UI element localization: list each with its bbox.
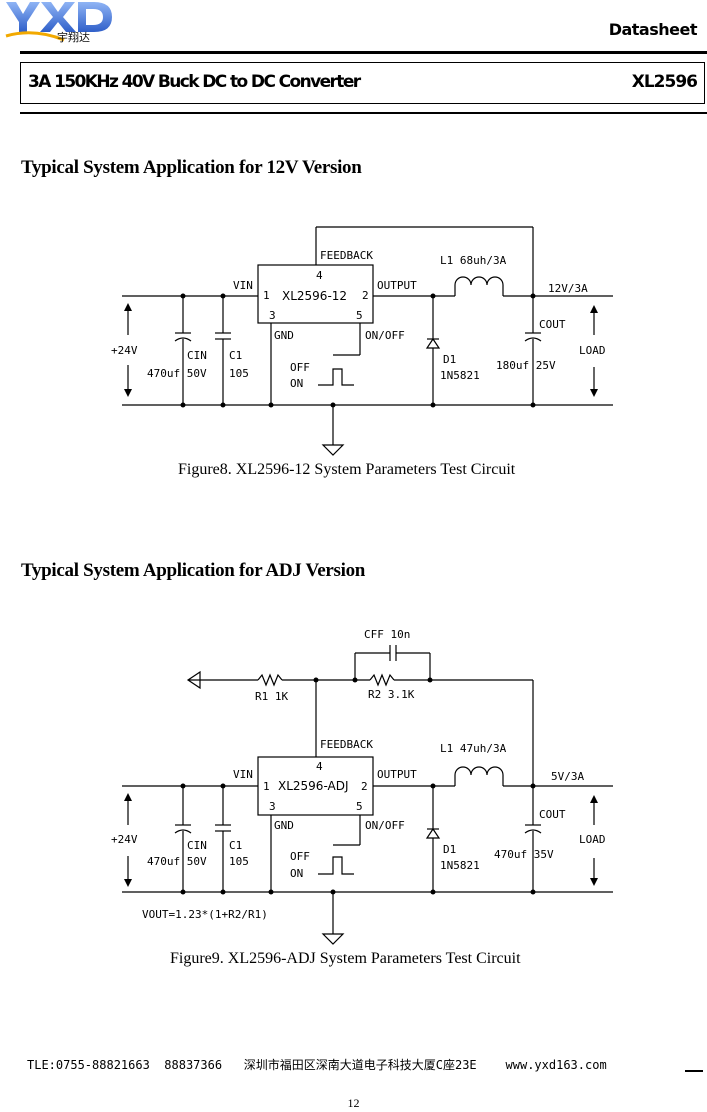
yxd-logo — [5, 2, 112, 42]
label-vin-voltage: +24V — [111, 833, 138, 846]
label-r2: R2 3.1K — [368, 688, 415, 701]
label-output: OUTPUT — [377, 768, 417, 781]
label-pin3: 3 — [269, 800, 276, 813]
title-box — [20, 62, 705, 104]
label-gnd: GND — [274, 819, 294, 832]
label-vin: VIN — [233, 279, 253, 292]
label-c1-val: 105 — [229, 855, 249, 868]
label-pin5: 5 — [356, 800, 363, 813]
label-onoff: ON/OFF — [365, 819, 405, 832]
label-formula: VOUT=1.23*(1+R2/R1) — [142, 908, 268, 921]
label-vin: VIN — [233, 768, 253, 781]
label-vin-voltage: +24V — [111, 344, 138, 357]
label-ic: XL2596-12 — [282, 289, 347, 303]
footer-contact: TLE:0755-88821663 88837366 深圳市福田区深南大道电子科… — [27, 1058, 607, 1072]
part-number: XL2596 — [631, 72, 698, 92]
label-cin: CIN — [187, 839, 207, 852]
header-rule — [20, 51, 707, 54]
section-heading-12v: Typical System Application for 12V Versi… — [21, 157, 362, 178]
logo-subtitle: 宇翔达 — [57, 31, 90, 44]
label-pin1: 1 — [263, 780, 270, 793]
label-load: LOAD — [579, 833, 606, 846]
label-pin2: 2 — [361, 780, 368, 793]
label-output: OUTPUT — [377, 279, 417, 292]
figure-caption-9: Figure9. XL2596-ADJ System Parameters Te… — [170, 950, 521, 967]
label-pin4: 4 — [316, 760, 323, 773]
circuit-adj: CFF 10n R1 1K R2 3.1K FEEDBACK 4 VIN 1 X… — [111, 628, 613, 945]
label-l1: L1 68uh/3A — [440, 254, 507, 267]
label-diode: 1N5821 — [440, 859, 480, 872]
label-ic: XL2596-ADJ — [278, 779, 349, 793]
header-rule-thin — [20, 112, 707, 114]
figure-caption-8: Figure8. XL2596-12 System Parameters Tes… — [178, 461, 516, 478]
label-feedback: FEEDBACK — [320, 738, 373, 751]
label-d1: D1 — [443, 353, 456, 366]
document-title: 3A 150KHz 40V Buck DC to DC Converter — [28, 72, 361, 92]
label-c1: C1 — [229, 349, 242, 362]
label-l1: L1 47uh/3A — [440, 742, 507, 755]
label-pin2: 2 — [362, 289, 369, 302]
label-diode: 1N5821 — [440, 369, 480, 382]
label-c1: C1 — [229, 839, 242, 852]
page-number: 12 — [347, 1096, 360, 1110]
label-off: OFF — [290, 850, 310, 863]
circuit-12v: FEEDBACK 4 VIN 1 XL2596-12 2 OUTPUT 3 5 … — [111, 226, 613, 456]
label-cin: CIN — [187, 349, 207, 362]
label-pin5: 5 — [356, 309, 363, 322]
footer-dash — [685, 1070, 703, 1072]
label-on: ON — [290, 867, 303, 880]
label-on: ON — [290, 377, 303, 390]
label-gnd: GND — [274, 329, 294, 342]
label-cout: COUT — [539, 808, 566, 821]
doc-type-label: Datasheet — [608, 20, 698, 39]
label-cin-val: 470uf 50V — [147, 367, 207, 380]
label-pin1: 1 — [263, 289, 270, 302]
label-feedback: FEEDBACK — [320, 249, 373, 262]
label-off: OFF — [290, 361, 310, 374]
label-cout: COUT — [539, 318, 566, 331]
label-cff: CFF 10n — [364, 628, 410, 641]
label-c1-val: 105 — [229, 367, 249, 380]
label-r1: R1 1K — [255, 690, 288, 703]
label-load: LOAD — [579, 344, 606, 357]
label-cout-val: 180uf 25V — [496, 359, 556, 372]
label-vout: 12V/3A — [548, 282, 588, 295]
label-vout: 5V/3A — [551, 770, 584, 783]
label-pin4: 4 — [316, 269, 323, 282]
label-cout-val: 470uf 35V — [494, 848, 554, 861]
label-pin3: 3 — [269, 309, 276, 322]
label-cin-val: 470uf 50V — [147, 855, 207, 868]
section-heading-adj: Typical System Application for ADJ Versi… — [21, 560, 366, 581]
label-onoff: ON/OFF — [365, 329, 405, 342]
label-d1: D1 — [443, 843, 456, 856]
